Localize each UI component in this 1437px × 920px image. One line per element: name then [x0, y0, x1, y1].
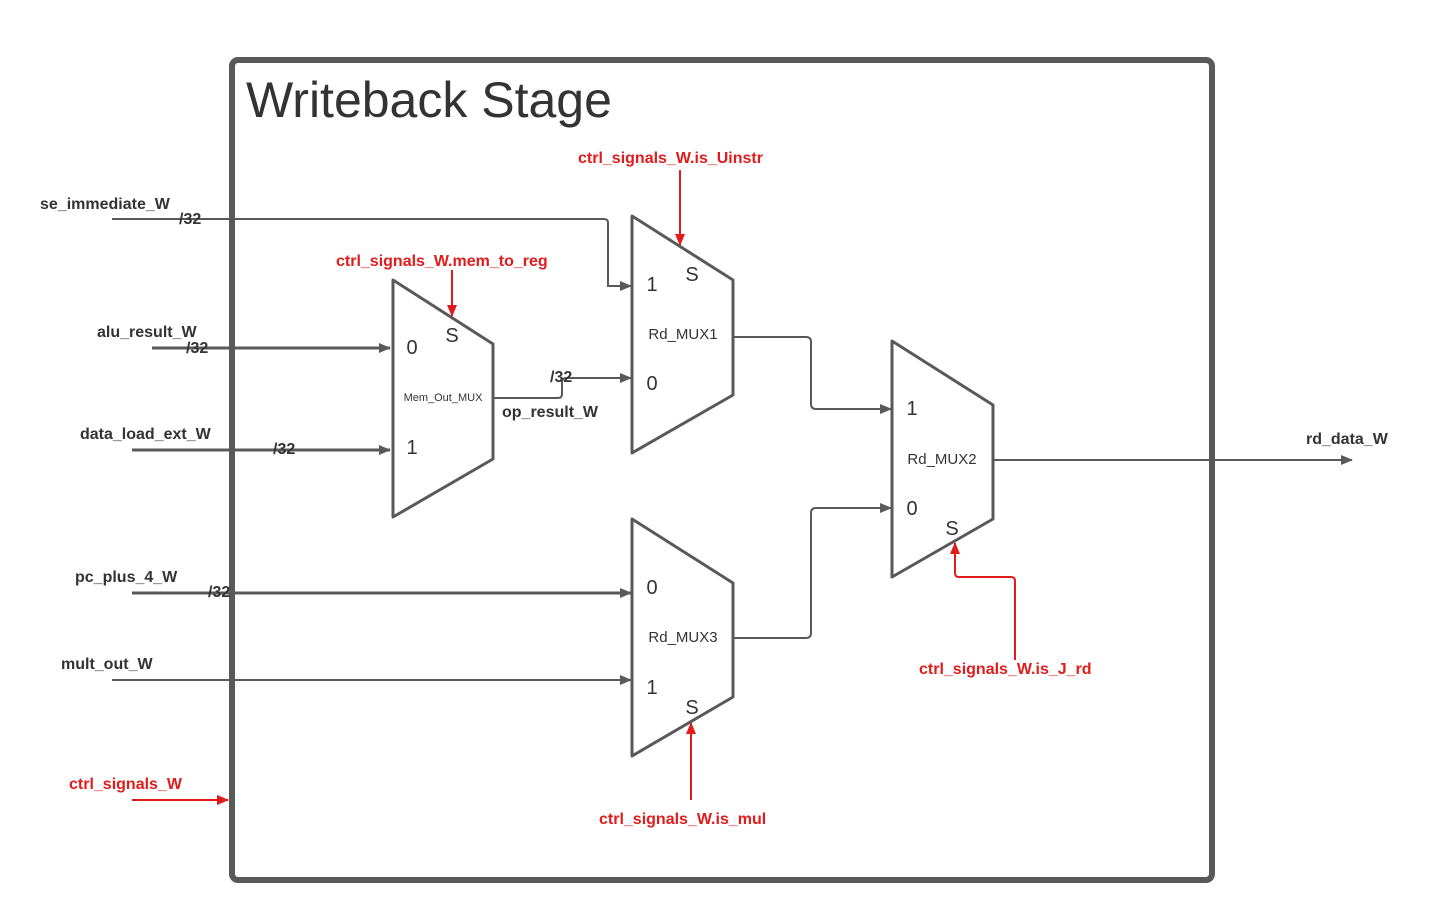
mem-out-mux: 0 1 S Mem_Out_MUX: [391, 278, 495, 519]
rd-mux1-out-wire: [733, 336, 892, 414]
rd-mux3-sel-label: S: [685, 697, 698, 719]
pc-plus-4-label: pc_plus_4_W: [75, 569, 178, 586]
mem-out-mux-sel-label: S: [445, 325, 458, 347]
mem-out-mux-name: Mem_Out_MUX: [404, 392, 484, 404]
is-j-rd-ctrl-wire: [950, 542, 1016, 660]
rd-mux2-sel-label: S: [945, 518, 958, 540]
data-load-ext-label: data_load_ext_W: [80, 426, 212, 443]
bus-width-se-immediate: /32: [179, 211, 201, 228]
rd-mux2-name: Rd_MUX2: [907, 451, 976, 468]
bus-width-pc-plus-4: /32: [208, 584, 230, 601]
rd-data-label: rd_data_W: [1306, 431, 1389, 448]
rd-mux3: 0 1 S Rd_MUX3: [630, 517, 735, 758]
is-uinstr-ctrl-label: ctrl_signals_W.is_Uinstr: [578, 150, 763, 167]
se-immediate-wire: [112, 218, 632, 291]
alu-result-label: alu_result_W: [97, 324, 197, 341]
rd-mux3-name: Rd_MUX3: [648, 629, 717, 646]
rd-mux3-in0-label: 0: [646, 577, 657, 599]
is-j-rd-ctrl-label: ctrl_signals_W.is_J_rd: [919, 661, 1092, 678]
rd-mux1-in0-label: 0: [646, 373, 657, 395]
rd-mux3-in1-label: 1: [646, 677, 657, 699]
rd-mux1-in1-label: 1: [646, 274, 657, 296]
rd-mux1-sel-label: S: [685, 264, 698, 286]
rd-mux1: 1 0 S Rd_MUX1: [630, 214, 735, 455]
rd-mux2-in0-label: 0: [906, 498, 917, 520]
bus-width-op-result: /32: [550, 369, 572, 386]
bus-width-data-load: /32: [273, 441, 295, 458]
rd-mux2-in1-label: 1: [906, 398, 917, 420]
rd-mux1-name: Rd_MUX1: [648, 326, 717, 343]
is-mul-ctrl-label: ctrl_signals_W.is_mul: [599, 811, 766, 828]
rd-mux3-out-wire: [733, 503, 892, 639]
stage-boundary: [229, 57, 1215, 883]
mem-out-mux-in0-label: 0: [406, 337, 417, 359]
stage-title: Writeback Stage: [246, 72, 612, 128]
ctrl-signals-label: ctrl_signals_W: [69, 776, 183, 793]
mem-to-reg-ctrl-label: ctrl_signals_W.mem_to_reg: [336, 253, 548, 270]
op-result-wire: [493, 373, 632, 399]
rd-mux2: 1 0 S Rd_MUX2: [890, 339, 995, 579]
bus-width-alu-result: /32: [186, 340, 208, 357]
mem-out-mux-in1-label: 1: [406, 437, 417, 459]
mult-out-label: mult_out_W: [61, 656, 153, 673]
op-result-label: op_result_W: [502, 404, 599, 421]
se-immediate-label: se_immediate_W: [40, 196, 171, 213]
